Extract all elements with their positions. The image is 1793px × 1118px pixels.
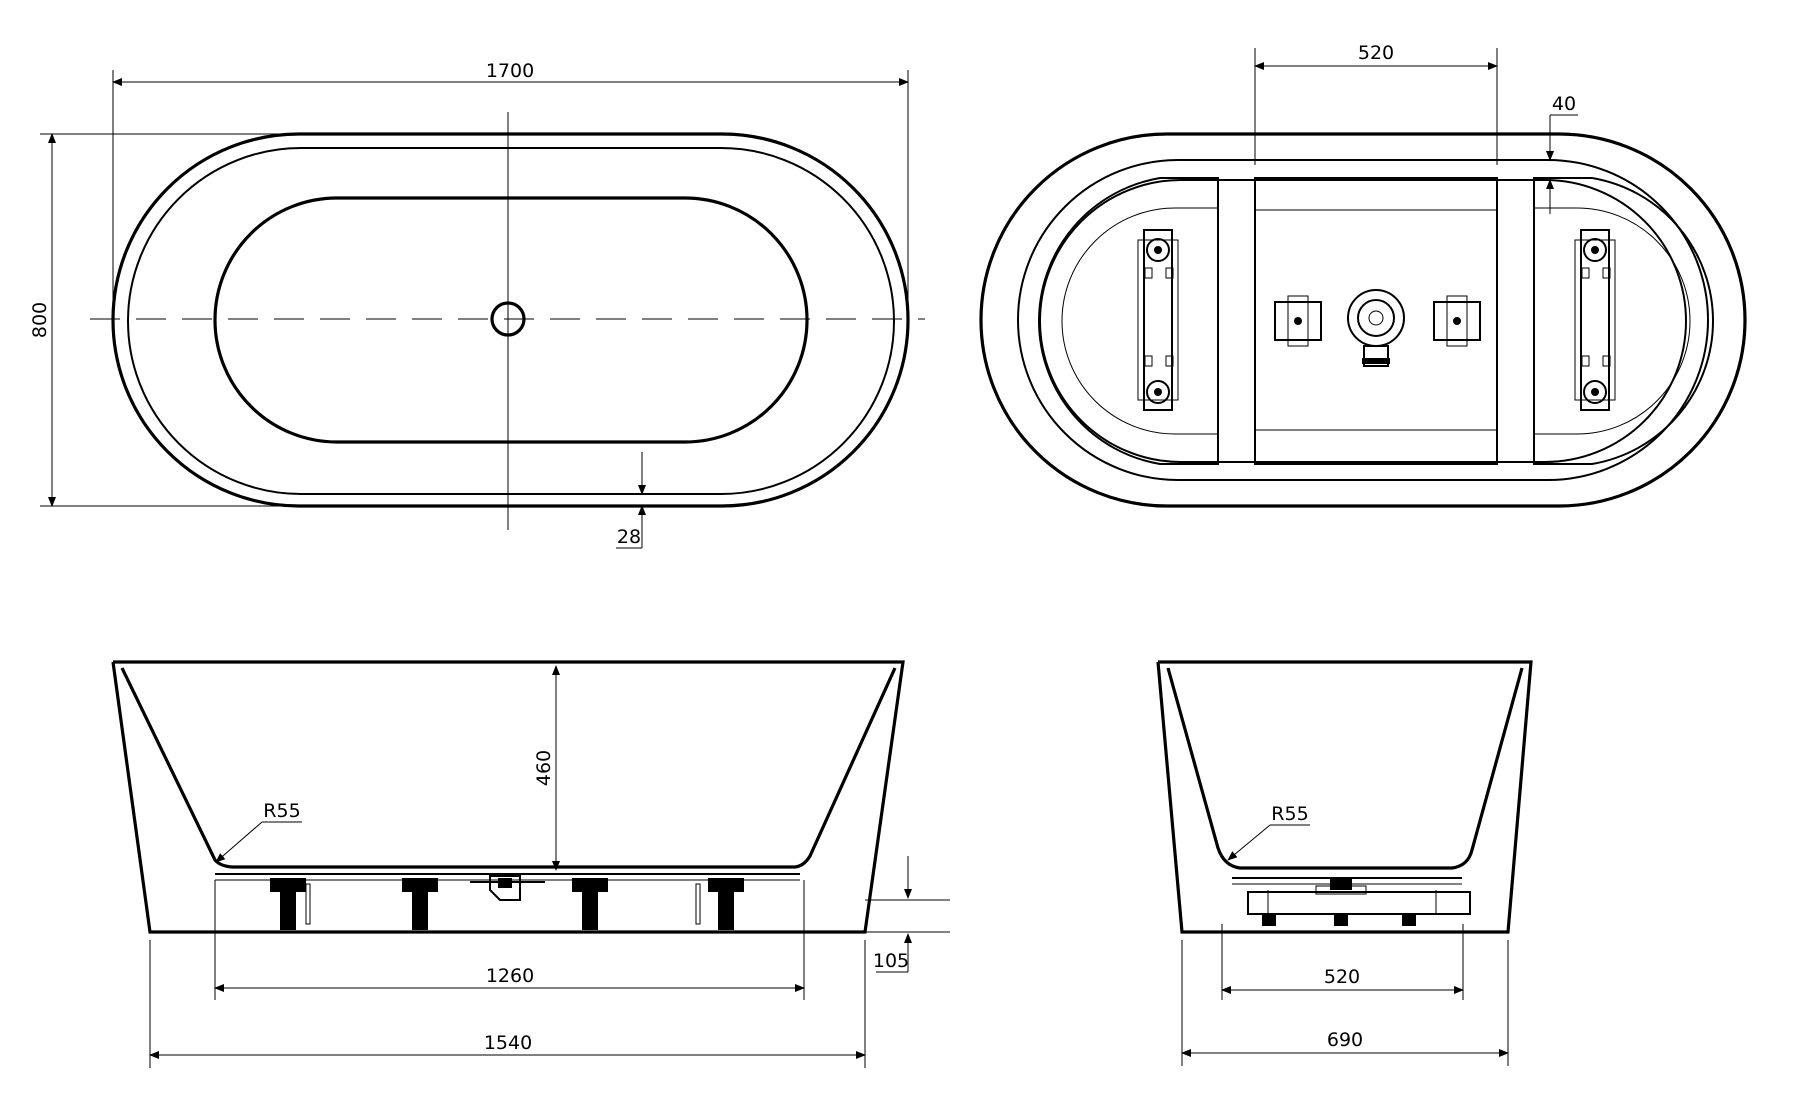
left-rail-foot-top	[1146, 238, 1170, 262]
end-outer-shell	[1156, 660, 1533, 934]
right-rail-foot-top	[1583, 238, 1607, 262]
waste-outlet	[1363, 345, 1389, 367]
underside-rim-outline	[1017, 159, 1709, 481]
dim-label-40: 40	[1552, 93, 1576, 115]
dim-label-1540: 1540	[484, 1032, 532, 1054]
underside-outer-outline	[979, 132, 1747, 508]
dim-label-105: 105	[873, 950, 909, 972]
center-frame	[1254, 177, 1498, 465]
end-elevation: R55 520 690	[1156, 660, 1533, 1066]
side-feet	[270, 878, 744, 930]
left-rail	[1143, 229, 1173, 411]
side-outer-shell	[111, 660, 905, 934]
bracket-right	[1433, 301, 1481, 341]
right-support-frame	[1533, 177, 1714, 465]
bracket-left	[1274, 301, 1322, 341]
underside-view: 520 40	[979, 42, 1747, 508]
right-rail	[1580, 229, 1610, 411]
underside-basin-outline	[1039, 179, 1687, 463]
dim-label-460: 460	[533, 750, 555, 786]
dim-label-800: 800	[29, 302, 51, 338]
dim-label-1260: 1260	[486, 965, 534, 987]
end-base-frame	[1247, 891, 1471, 915]
side-waste	[489, 875, 521, 901]
left-rail-foot-bottom	[1146, 380, 1170, 404]
left-support-frame	[1038, 177, 1219, 465]
waste-outer	[1347, 289, 1405, 347]
waste-inner	[1357, 299, 1395, 337]
dim-label-520-end: 520	[1324, 966, 1360, 988]
outer-rim-outline	[111, 132, 910, 508]
side-elevation: 460 R55 105 1260 1540	[111, 660, 950, 1068]
dim-label-690: 690	[1327, 1029, 1363, 1051]
dim-label-28: 28	[617, 526, 641, 548]
top-view: 1700 800 28	[29, 60, 925, 549]
left-support-inner	[1061, 207, 1218, 435]
dim-label-r55-end: R55	[1271, 803, 1308, 825]
right-rail-foot-bottom	[1583, 380, 1607, 404]
dim-label-r55-side: R55	[263, 800, 300, 822]
dim-label-520-top: 520	[1358, 42, 1394, 64]
right-support-inner	[1534, 207, 1691, 435]
basin-outline	[213, 196, 809, 444]
inner-rim-outline	[127, 147, 895, 495]
dim-label-1700: 1700	[486, 60, 534, 82]
side-inner-basin	[120, 667, 897, 869]
leader-r55-end	[1227, 824, 1271, 861]
end-inner-basin	[1166, 667, 1524, 870]
leader-r55-side	[215, 821, 263, 863]
